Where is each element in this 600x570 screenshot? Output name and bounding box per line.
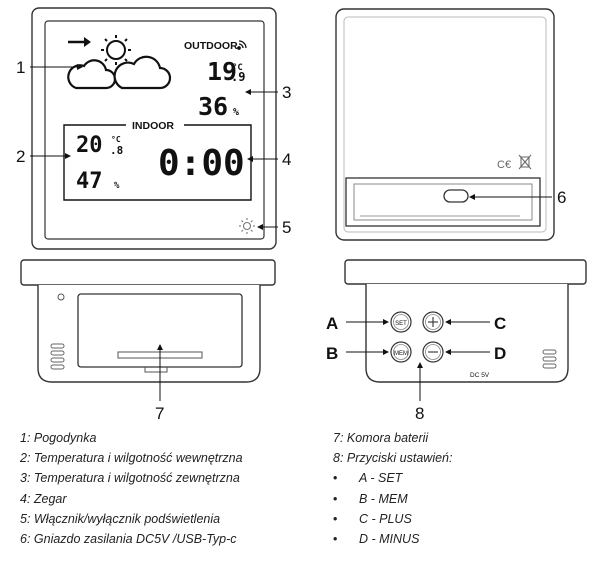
minus-button[interactable] <box>422 341 444 363</box>
svg-text:C€: C€ <box>497 159 511 171</box>
callout-3: 3 <box>282 83 291 102</box>
outdoor-humidity: 36 <box>198 92 228 121</box>
front-view: OUTDOOR 19 °C .9 36 % INDOOR 20 °C .8 47… <box>31 7 277 250</box>
legend-subitem-text: C - PLUS <box>359 511 412 526</box>
set-button[interactable]: SET <box>390 311 412 333</box>
callout-1: 1 <box>16 58 25 77</box>
sun-icon <box>101 35 131 65</box>
legend-item: 5: Włącznik/wyłącznik podświetlenia <box>20 511 221 526</box>
legend-subitem-text: D - MINUS <box>359 531 420 546</box>
legend-subitem: • D - MINUS <box>333 529 452 549</box>
legend-subitem: • B - MEM <box>333 489 452 509</box>
callout-a: A <box>326 314 338 333</box>
callout-b: B <box>326 344 338 363</box>
clock-display: 0:00 <box>158 143 245 184</box>
legend-item: 7: Komora baterii <box>333 431 429 445</box>
bullet: • <box>333 491 338 506</box>
bottom-view-buttons: SET MEM DC 5V <box>344 259 587 383</box>
callout-2: 2 <box>16 147 25 166</box>
indoor-temp-dec: .8 <box>110 144 123 157</box>
weee-bin-icon <box>518 154 532 170</box>
legend-item: 8: Przyciski ustawień: <box>333 451 453 466</box>
bullet: • <box>333 511 338 526</box>
signal-icon <box>237 40 247 50</box>
callout-7: 7 <box>155 404 164 423</box>
backlight-icon[interactable] <box>239 218 255 234</box>
outdoor-temp-unit: °C <box>232 63 243 73</box>
outdoor-temp-dec: .9 <box>231 70 245 84</box>
legend-right: 7: Komora baterii 8: Przyciski ustawień:… <box>333 428 452 549</box>
vent-icon <box>542 349 557 369</box>
arrow-icon <box>68 37 91 47</box>
indoor-temp-int: 20 <box>76 133 103 158</box>
cloud-icon <box>113 55 172 90</box>
callout-5: 5 <box>282 218 291 237</box>
indoor-temp-unit: °C <box>111 135 121 144</box>
mem-button-label: MEM <box>394 351 408 357</box>
callout-c: C <box>494 314 506 333</box>
plus-button[interactable] <box>422 311 444 333</box>
usb-c-port <box>443 189 469 203</box>
outdoor-temp-int: 19 <box>207 57 237 86</box>
indoor-humidity: 47 <box>76 169 103 194</box>
callout-4: 4 <box>282 150 291 169</box>
legend-subitem: • C - PLUS <box>333 509 452 529</box>
legend-item: 2: Temperatura i wilgotność wewnętrzna <box>20 451 243 466</box>
back-view: C€ <box>335 8 555 241</box>
callout-6: 6 <box>557 188 566 207</box>
legend-item: 3: Temperatura i wilgotność zewnętrzna <box>20 471 240 486</box>
plus-icon <box>428 317 438 327</box>
bullet: • <box>333 531 338 546</box>
legend-left: 1: Pogodynka 2: Temperatura i wilgotność… <box>20 428 243 549</box>
legend-subitem-text: A - SET <box>359 471 403 486</box>
callout-d: D <box>494 344 506 363</box>
legend-subitem: • A - SET <box>333 468 452 488</box>
ce-mark-icon: C€ <box>497 159 511 171</box>
mem-button[interactable]: MEM <box>390 341 412 363</box>
legend-subitem-text: B - MEM <box>359 491 408 506</box>
outdoor-humidity-unit: % <box>233 107 239 118</box>
indoor-label: INDOOR <box>132 120 174 132</box>
outdoor-label: OUTDOOR <box>184 40 238 52</box>
set-button-label: SET <box>395 321 407 327</box>
callouts: 1 2 3 4 5 6 7 8 A B C D <box>16 58 566 423</box>
dc-5v-label: DC 5V <box>470 372 490 379</box>
bullet: • <box>333 471 338 486</box>
legend-item: 4: Zegar <box>20 491 67 506</box>
vent-icon <box>50 343 65 370</box>
bottom-view-battery <box>20 259 276 383</box>
legend-item: 1: Pogodynka <box>20 431 97 445</box>
callout-8: 8 <box>415 404 424 423</box>
indoor-humidity-unit: % <box>114 181 120 191</box>
legend-item: 6: Gniazdo zasilania DC5V /USB-Typ-c <box>20 531 237 546</box>
